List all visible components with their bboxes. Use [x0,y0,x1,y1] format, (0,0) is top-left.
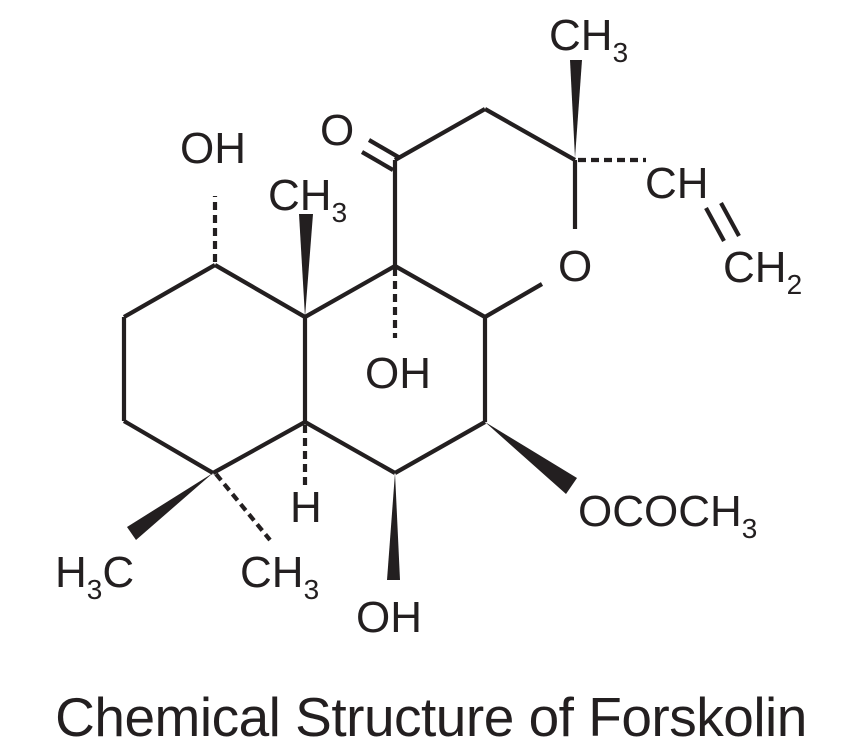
wedge-c10-ch3 [299,214,313,317]
wedge-c4-ch3 [127,473,213,540]
label-acetate: OCOCH3 [578,487,757,544]
label-oh-c9: OH [365,349,431,398]
label-oh-c6: OH [356,593,422,642]
wedge-c13-ch3 [570,60,582,158]
label-h-c5: H [290,483,322,532]
stereo-bonds [127,60,582,580]
ring-b [303,264,488,475]
ketone-double-bond [360,138,402,172]
vinyl-group [578,157,741,243]
molecule-drawing: OH CH3 O CH3 CH CH2 O OH H OCOCH3 H3C CH… [55,11,802,642]
wedge-c7-oac [485,422,577,494]
wedge-c6-oh [387,473,400,580]
label-ch3-c10: CH3 [268,171,347,228]
label-oh-c1: OH [180,124,246,173]
ring-a [121,263,308,475]
label-vinyl-ch: CH [645,159,709,208]
label-ring-o: O [558,242,592,291]
label-h3c-c4: H3C [55,548,134,605]
label-vinyl-ch2: CH2 [723,243,802,300]
label-ketone-o: O [320,106,354,155]
hash-c4-ch3 [214,472,272,542]
label-ch3-c4: CH3 [240,548,319,605]
label-ch3-c13: CH3 [549,11,628,68]
ring-c [392,107,578,319]
diagram-caption: Chemical Structure of Forskolin [55,686,807,748]
